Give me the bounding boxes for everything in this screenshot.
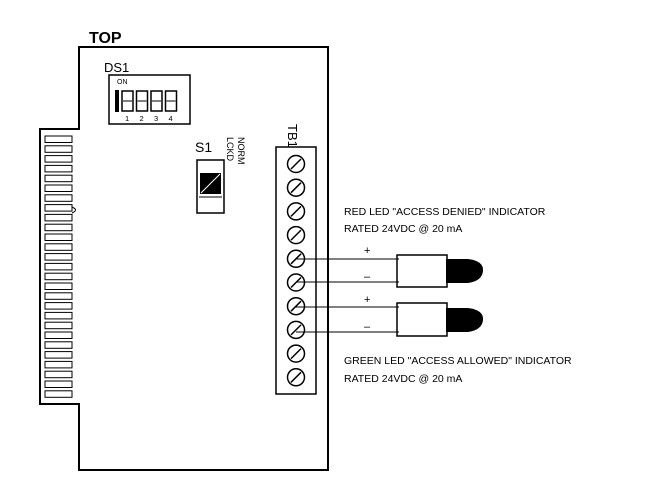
connector-notch (71, 206, 76, 214)
slide-switch-housing (196, 159, 225, 214)
terminal-screw-slot (290, 229, 302, 241)
slide-switch-actuator-highlight (200, 173, 221, 194)
dip-switch-on-label: ON (117, 79, 128, 86)
edge-connector-finger (44, 331, 73, 339)
s1-label: S1 (195, 139, 212, 155)
green-led-rating: RATED 24VDC @ 20 mA (344, 373, 462, 385)
edge-connector-finger (44, 233, 73, 241)
edge-connector-finger (44, 155, 73, 163)
edge-connector-finger (44, 302, 73, 310)
green-led-body (396, 302, 448, 337)
red-led-lens (446, 259, 484, 283)
terminal-screw-slot (290, 205, 302, 217)
red-led-body (396, 254, 448, 288)
red-led-plus-label: + (364, 245, 370, 257)
edge-connector-finger (44, 243, 73, 251)
ds1-label: DS1 (104, 60, 129, 75)
edge-connector-finger (44, 164, 73, 173)
dip-switch-position-3 (150, 90, 163, 112)
dip-switch-body (108, 74, 191, 125)
red-led-rating: RATED 24VDC @ 20 mA (344, 223, 462, 235)
edge-connector-finger (44, 311, 73, 320)
terminal-screw-slot (290, 348, 302, 360)
edge-connector-finger (44, 184, 73, 192)
top-label: TOP (89, 30, 122, 47)
green-led-minus-label: – (364, 321, 371, 333)
terminal-screw-slot (290, 324, 302, 336)
s1-lckd-label: LCKD (225, 137, 235, 162)
edge-connector-finger (44, 351, 73, 359)
edge-connector-finger (44, 135, 73, 143)
terminal-screw-slot (290, 371, 302, 383)
edge-connector-finger (44, 262, 73, 271)
edge-connector-finger (44, 341, 73, 349)
edge-connector-finger (44, 370, 73, 379)
edge-connector-finger (44, 223, 73, 232)
dip-switch-position-1 (121, 90, 134, 112)
dip-switch-position-2 (135, 90, 149, 112)
edge-connector-finger (44, 360, 73, 369)
edge-connector-finger (44, 292, 73, 300)
dip-switch-number-4: 4 (169, 114, 173, 123)
edge-connector-finger (44, 272, 73, 281)
red-led-minus-label: – (364, 271, 371, 283)
red-led-title: RED LED "ACCESS DENIED" INDICATOR (344, 206, 546, 218)
edge-connector-finger (44, 213, 73, 222)
terminal-screw-slot (290, 300, 302, 312)
slide-switch-s1 (196, 159, 225, 214)
green-led-title: GREEN LED "ACCESS ALLOWED" INDICATOR (344, 355, 572, 367)
dip-switch-position-4 (164, 90, 178, 112)
dip-switch-number-2: 2 (140, 114, 144, 123)
green-led-lens (446, 308, 484, 332)
dip-switch-ds1: ON 1 2 3 4 (108, 74, 191, 125)
green-led-plus-label: + (364, 294, 370, 306)
tb1-label: TB1 (285, 124, 300, 148)
terminal-screw-slot (290, 182, 302, 194)
dip-switch-pin-bar (115, 90, 119, 112)
dip-switch-number-1: 1 (125, 114, 129, 123)
green-led (396, 302, 484, 337)
terminal-block-tb1 (275, 146, 317, 395)
red-led (396, 254, 484, 288)
edge-connector-finger (44, 174, 73, 183)
edge-connector-finger (44, 380, 73, 388)
edge-connector-finger (44, 390, 73, 398)
dip-switch-number-3: 3 (154, 114, 158, 123)
edge-connector-finger (44, 282, 73, 290)
board-outline (39, 46, 329, 471)
edge-connector (44, 135, 73, 398)
edge-connector-finger (44, 194, 73, 202)
terminal-screws (286, 154, 306, 387)
s1-norm-label: NORM (236, 137, 246, 165)
edge-connector-finger (44, 204, 73, 212)
edge-connector-finger (44, 145, 73, 153)
edge-connector-finger (44, 253, 73, 261)
terminal-screw-slot (290, 158, 302, 170)
edge-connector-finger (44, 321, 73, 330)
